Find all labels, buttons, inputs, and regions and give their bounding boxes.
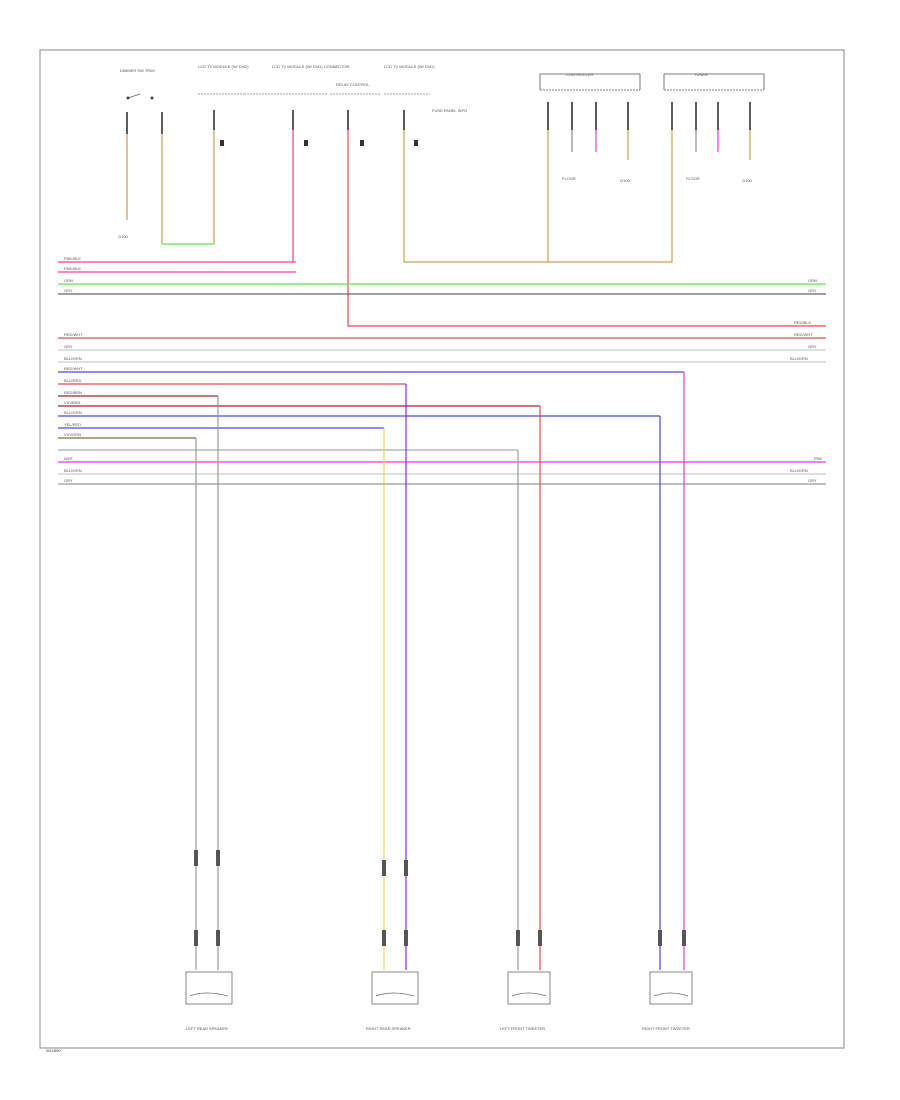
- ground-label: G100: [620, 178, 631, 183]
- diagram-frame: [39, 49, 845, 1049]
- bus-left-labels: PNK/BLK PNK/BLK GRN GRY RED/WHT GRY BLU/…: [64, 256, 83, 483]
- svg-text:FLOOR: FLOOR: [686, 176, 700, 181]
- svg-text:YEL/RED: YEL/RED: [64, 422, 81, 427]
- svg-text:TUNER: TUNER: [694, 72, 708, 77]
- svg-text:VIO/BRN: VIO/BRN: [64, 400, 81, 405]
- svg-text:RED/WHT: RED/WHT: [794, 332, 813, 337]
- svg-text:GRY: GRY: [808, 288, 817, 293]
- top-wires: [126, 130, 826, 327]
- svg-text:LEFT REAR SPEAKER: LEFT REAR SPEAKER: [186, 1026, 228, 1031]
- footer-code: W11890: [46, 1048, 61, 1053]
- top-component-dimmer: DIMMER SW TRIM: [120, 68, 163, 134]
- svg-text:RED/WHT: RED/WHT: [64, 366, 83, 371]
- svg-text:GRY: GRY: [64, 478, 73, 483]
- speaker-left-rear: LEFT REAR SPEAKER: [185, 971, 233, 1031]
- svg-text:PNK: PNK: [814, 456, 823, 461]
- ground-label: G100: [742, 178, 753, 183]
- fuse-note: FUSE PANEL INFO: [432, 108, 467, 113]
- svg-text:GRY: GRY: [64, 344, 73, 349]
- svg-text:FLOOR: FLOOR: [562, 176, 576, 181]
- svg-text:DIMMER SW TRIM: DIMMER SW TRIM: [120, 68, 155, 73]
- svg-text:RED/BLK: RED/BLK: [794, 320, 811, 325]
- svg-text:RIGHT FRONT TWEETER: RIGHT FRONT TWEETER: [642, 1026, 690, 1031]
- svg-text:PNK/BLK: PNK/BLK: [64, 266, 81, 271]
- tuner-box: TUNER FLOOR: [663, 72, 765, 181]
- connector-marks: [194, 850, 686, 946]
- svg-text:GRY: GRY: [808, 344, 817, 349]
- bus-right-labels: GRN GRY RED/BLK RED/WHT GRY BLU/GRN PNK …: [790, 278, 823, 483]
- svg-text:WHT: WHT: [64, 456, 74, 461]
- svg-text:GRN: GRN: [808, 278, 817, 283]
- speaker-right-rear: RIGHT REAR SPEAKER: [366, 971, 419, 1031]
- svg-text:RED/WHT: RED/WHT: [64, 332, 83, 337]
- svg-text:BLU/GRN: BLU/GRN: [64, 356, 82, 361]
- svg-text:GRY: GRY: [64, 288, 73, 293]
- svg-text:RIGHT REAR SPEAKER: RIGHT REAR SPEAKER: [366, 1026, 411, 1031]
- ground-label: G100: [118, 234, 129, 239]
- svg-text:GRY: GRY: [808, 478, 817, 483]
- top-component-module-1: LCD TV MODULE (W/ DVD): [198, 64, 249, 146]
- svg-text:BLU/GRN: BLU/GRN: [64, 468, 82, 473]
- svg-text:LCD TV MODULE (W/ DVD): LCD TV MODULE (W/ DVD): [384, 64, 435, 69]
- top-component-relay: RELAY CONTROL: [330, 82, 380, 146]
- top-component-module-2: LCD TV MODULE (W/ DVD) CONNECTOR: [244, 64, 350, 146]
- svg-text:BLU/GRN: BLU/GRN: [64, 410, 82, 415]
- speaker-drops: [195, 372, 685, 970]
- svg-text:GRN: GRN: [64, 278, 73, 283]
- controller-box: CONTROLLER FLOOR: [539, 72, 641, 181]
- svg-text:BLU/GRN: BLU/GRN: [790, 468, 808, 473]
- svg-text:CONTROLLER: CONTROLLER: [566, 72, 593, 77]
- svg-text:RELAY CONTROL: RELAY CONTROL: [336, 82, 370, 87]
- wire-bus: [58, 261, 826, 485]
- svg-text:BLU/GRN: BLU/GRN: [790, 356, 808, 361]
- svg-text:LCD TV MODULE (W/ DVD): LCD TV MODULE (W/ DVD): [198, 64, 249, 69]
- svg-text:VIO/GRN: VIO/GRN: [64, 432, 81, 437]
- svg-text:LCD TV MODULE (W/ DVD) CONNECT: LCD TV MODULE (W/ DVD) CONNECTOR: [272, 64, 350, 69]
- top-component-module-3: LCD TV MODULE (W/ DVD) FUSE PANEL INFO: [384, 64, 467, 146]
- svg-text:PNK/BLK: PNK/BLK: [64, 256, 81, 261]
- svg-text:RED/BRN: RED/BRN: [64, 390, 82, 395]
- svg-text:BLU/RED: BLU/RED: [64, 378, 81, 383]
- speaker-left-front-tweeter: LEFT FRONT TWEETER: [500, 971, 551, 1031]
- speaker-right-front-tweeter: RIGHT FRONT TWEETER: [642, 971, 693, 1031]
- svg-text:LEFT FRONT TWEETER: LEFT FRONT TWEETER: [500, 1026, 545, 1031]
